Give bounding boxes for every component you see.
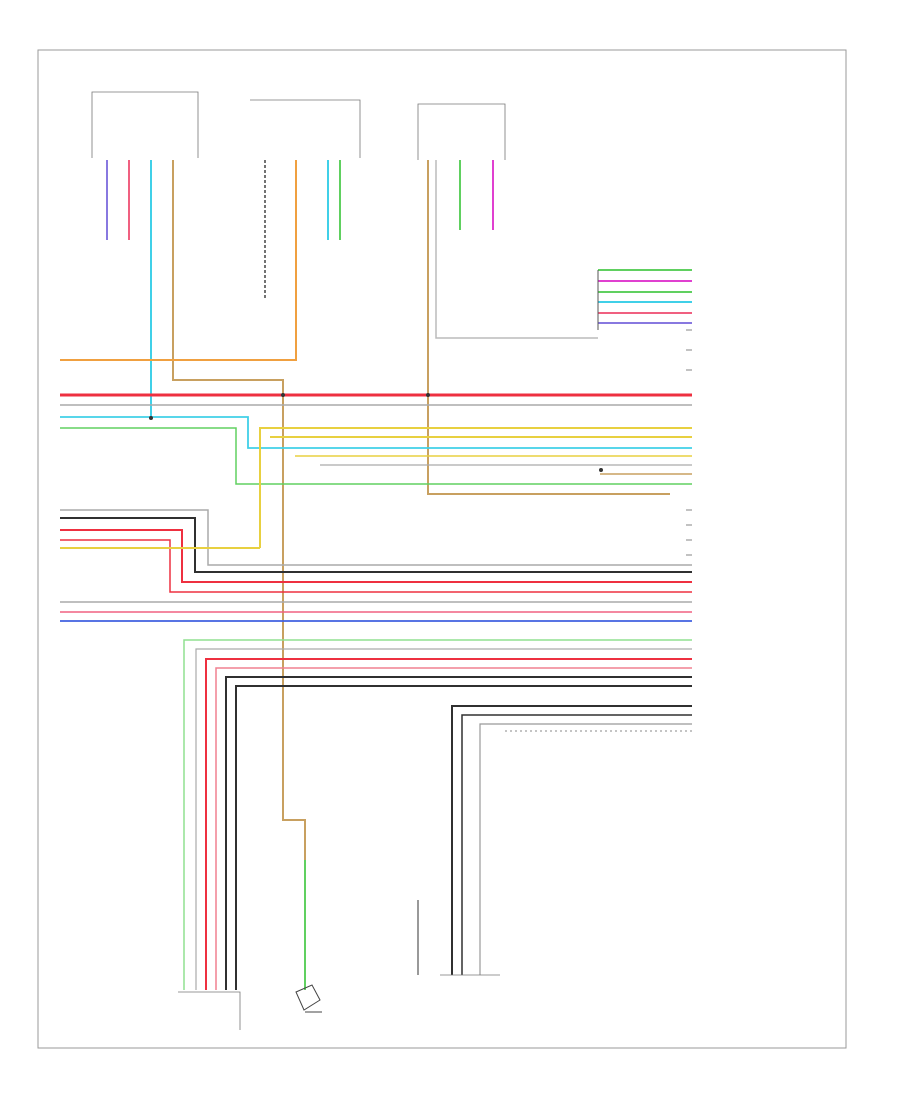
wire-orange-top [60, 160, 297, 361]
wire-cyan-harness [60, 416, 692, 449]
wire-red-left-1 [60, 529, 692, 583]
wire-lightgreen-bottom [183, 639, 692, 990]
top-mid-module [250, 99, 361, 158]
wire-black-bottom-right-1 [451, 705, 692, 975]
wire-gray-bottom-right [479, 723, 692, 975]
splice-point [599, 468, 603, 472]
top-right-module [417, 103, 506, 160]
splice-point [281, 393, 285, 397]
bottom-right-connector [417, 900, 500, 976]
top-left-module [91, 91, 199, 158]
wire-tan-top [172, 160, 306, 990]
splice-point [149, 416, 153, 420]
control-unit-pins [686, 329, 692, 556]
wire-red-bottom [205, 658, 692, 990]
wire-gray-right-module [435, 160, 598, 339]
ground-icon [295, 984, 322, 1013]
wire-black-bottom-right-2 [461, 714, 692, 975]
splice-point [426, 393, 430, 397]
wire-green-harness [60, 427, 692, 485]
wire-red-left-2 [60, 539, 692, 593]
wire-pink-bottom [215, 667, 692, 990]
wire-black-bottom-2 [235, 685, 692, 990]
wire-black-bottom-1 [225, 676, 692, 990]
wire-yellow-harness-1 [259, 427, 692, 548]
wire-black-left [60, 517, 692, 573]
bottom-left-connector [178, 991, 241, 1030]
wire-gray-left-1 [60, 509, 692, 566]
control-unit-top-block [597, 269, 692, 330]
diagram-frame [37, 49, 847, 1049]
wire-gray-bottom-1 [195, 648, 692, 990]
wire-tan-right-module [427, 160, 670, 495]
